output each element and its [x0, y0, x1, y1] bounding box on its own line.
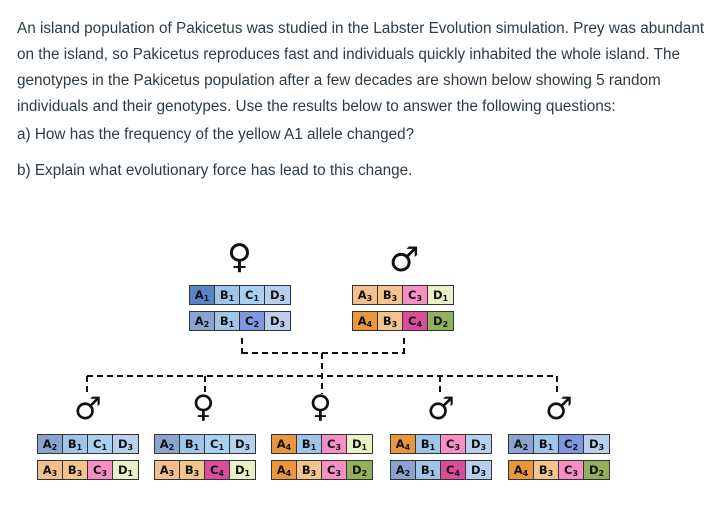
question-text: An island population of Pakicetus was st… — [17, 20, 705, 115]
male-symbol-icon: ♂ — [427, 391, 455, 427]
question-part-b: b) Explain what evolutionary force has l… — [17, 162, 413, 179]
female-symbol-icon: ♀ — [309, 389, 332, 425]
male-symbol-icon: ♂ — [389, 240, 420, 280]
male-symbol-icon: ♂ — [545, 391, 573, 427]
question-part-a: a) How has the frequency of the yellow A… — [17, 126, 415, 143]
female-symbol-icon: ♀ — [227, 237, 252, 277]
female-symbol-icon: ♀ — [192, 389, 215, 425]
male-symbol-icon: ♂ — [74, 391, 102, 427]
